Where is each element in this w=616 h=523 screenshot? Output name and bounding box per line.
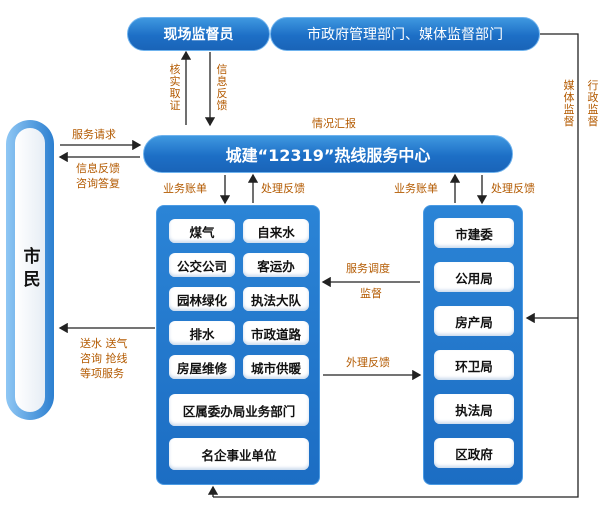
right-item: 区政府 [434,438,514,468]
citizen-column: 市民 [6,120,54,420]
left-item: 执法大队 [243,287,309,311]
right-item: 市建委 [434,218,514,248]
label-services-2: 咨询 抢线 [80,352,128,365]
label-situation-report: 情况汇报 [312,117,356,130]
left-item: 自来水 [243,219,309,243]
hotline-center-box: 城建“12319”热线服务中心 [143,135,513,173]
label-admin-supervise: 行政监督 [587,79,599,128]
left-item: 公交公司 [169,253,235,277]
right-item: 环卫局 [434,350,514,380]
supervisor-label: 现场监督员 [163,27,234,43]
label-outer-feedback: 外理反馈 [346,356,390,369]
right-item: 房产局 [434,306,514,336]
label-process-feedback-right: 处理反馈 [491,182,535,195]
gov-media-box: 市政府管理部门、媒体监督部门 [270,17,540,51]
label-info-feedback-v: 信息反馈 [216,63,228,112]
right-item: 执法局 [434,394,514,424]
label-supervise: 监督 [360,287,382,300]
citizen-label: 市民 [19,247,40,293]
label-services-3: 等项服务 [80,367,124,380]
label-info-feedback: 信息反馈 [76,162,120,175]
label-dispatch: 服务调度 [346,262,390,275]
left-wide-item: 区属委办局业务部门 [169,394,309,426]
right-panel: 市建委 公用局 房产局 环卫局 执法局 区政府 [423,205,523,485]
label-verify: 核实取证 [169,63,181,112]
label-biz-order-left: 业务账单 [163,182,207,195]
label-service-request: 服务请求 [72,128,116,141]
hotline-center-title: 城建“12319”热线服务中心 [225,146,431,165]
left-item: 排水 [169,321,235,345]
left-item: 煤气 [169,219,235,243]
left-item: 园林绿化 [169,287,235,311]
supervisor-box: 现场监督员 [127,17,270,51]
left-wide-item: 名企事业单位 [169,438,309,470]
right-item: 公用局 [434,262,514,292]
label-services-1: 送水 送气 [80,337,128,350]
left-item: 房屋维修 [169,355,235,379]
left-item: 市政道路 [243,321,309,345]
left-item: 城市供暖 [243,355,309,379]
gov-media-label: 市政府管理部门、媒体监督部门 [307,27,503,43]
line-gov-loop [213,33,579,498]
label-consult-reply: 咨询答复 [76,177,120,190]
citizen-inner: 市民 [15,128,45,412]
left-panel: 煤气 自来水 公交公司 客运办 园林绿化 执法大队 排水 市政道路 房屋维修 城… [156,205,320,485]
label-process-feedback-left: 处理反馈 [261,182,305,195]
label-media-supervise: 媒体监督 [563,79,575,128]
left-item: 客运办 [243,253,309,277]
label-biz-order-right: 业务账单 [394,182,438,195]
